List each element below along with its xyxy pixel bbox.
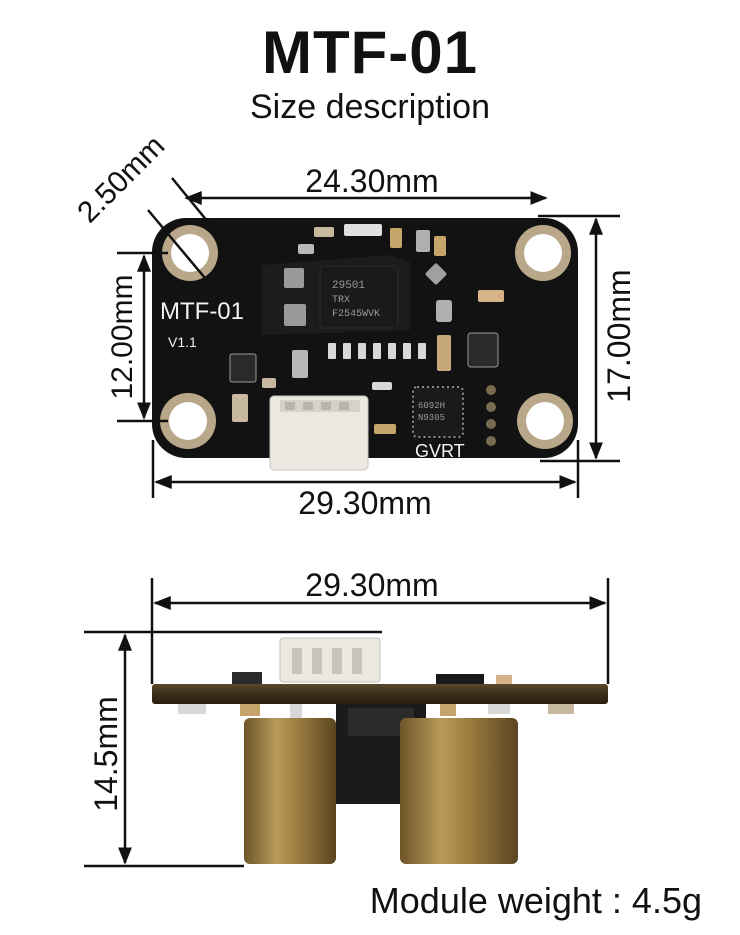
dim-board-height: 17.00mm <box>601 269 637 402</box>
svg-text:N9305: N9305 <box>418 413 445 423</box>
resistor-array <box>328 343 426 359</box>
passive-components <box>229 224 504 434</box>
dim-hole-spacing-height: 12.00mm <box>106 274 139 399</box>
jst-connector <box>269 395 369 471</box>
pcb-brand: GVRT <box>415 441 465 461</box>
svg-text:TRX: TRX <box>332 295 350 306</box>
dim-total-height: 14.5mm <box>88 696 124 812</box>
page-title: MTF-01 <box>262 19 478 86</box>
side-view-dimension-lines <box>84 578 610 868</box>
lens-barrel-right <box>400 718 518 864</box>
qfn-chip: 6092H N9305 <box>412 386 464 438</box>
side-connector <box>279 637 381 683</box>
svg-text:F2545WVK: F2545WVK <box>332 309 380 320</box>
module-weight: Module weight : 4.5g <box>369 880 702 921</box>
lens-barrel-left <box>244 718 336 864</box>
svg-text:29501: 29501 <box>332 280 365 292</box>
side-view-module <box>152 637 608 864</box>
dim-board-width-top: 29.30mm <box>298 485 431 521</box>
pcb-label: MTF-01 <box>160 298 244 325</box>
top-view-board: 29501 TRX F2545WVK 6092H N9305 <box>152 218 578 471</box>
sensor-chip: 29501 TRX F2545WVK <box>319 265 399 329</box>
top-view-dimension-lines <box>117 177 620 498</box>
dim-hole-diameter: 2.50mm <box>71 129 171 229</box>
page-subtitle: Size description <box>249 88 490 126</box>
dim-hole-spacing-width: 24.30mm <box>305 163 438 199</box>
dim-board-width-side: 29.30mm <box>305 567 438 603</box>
svg-text:6092H: 6092H <box>418 401 445 411</box>
header-pads <box>486 385 496 446</box>
pcb-version: V1.1 <box>168 334 197 350</box>
mounting-hole-top-right <box>515 225 571 281</box>
mounting-hole-bottom-right <box>517 393 573 449</box>
mounting-hole-bottom-left <box>160 393 216 449</box>
mounting-hole-top-left <box>162 225 218 281</box>
